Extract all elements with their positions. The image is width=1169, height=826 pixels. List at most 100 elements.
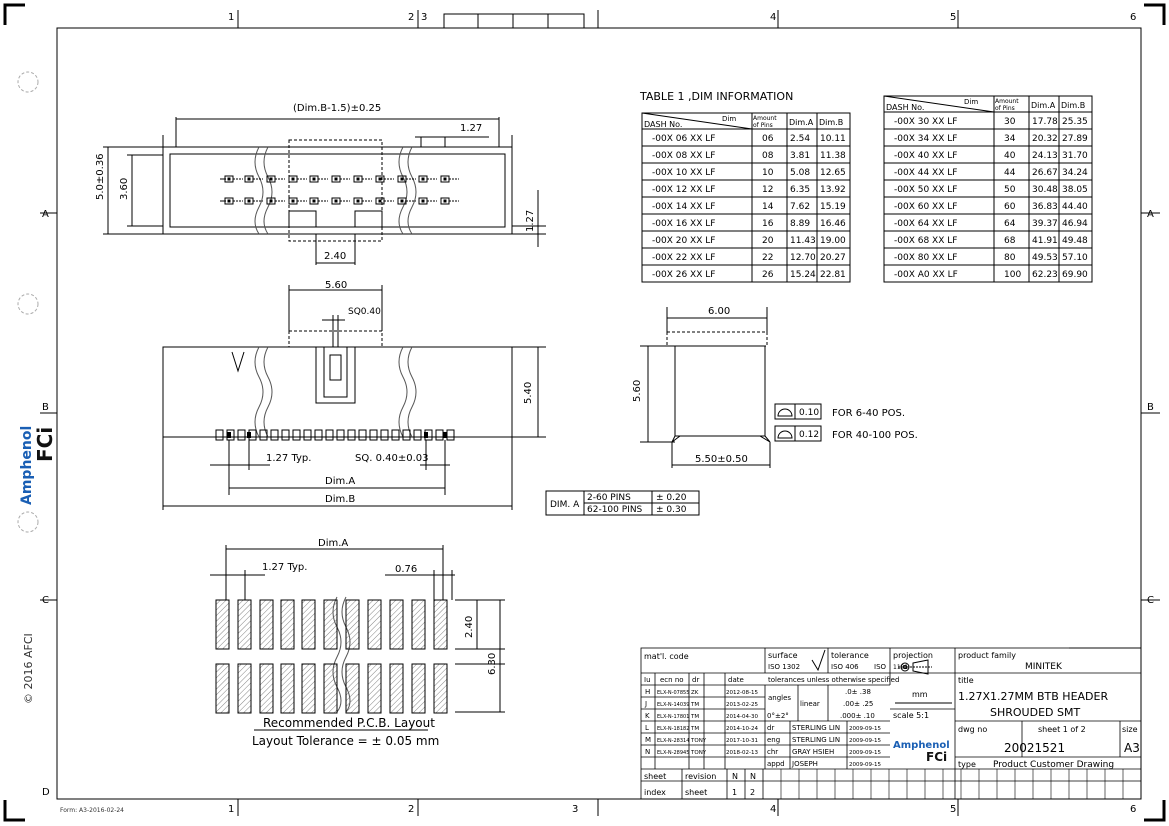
rev-date: 2018-02-13 bbox=[726, 750, 758, 756]
cell-pins: 34 bbox=[1004, 134, 1016, 144]
brand-name: Amphenol bbox=[19, 426, 35, 505]
pin-center bbox=[421, 199, 425, 203]
projection-symbol-icon bbox=[898, 659, 932, 675]
cell-dash: -00X 06 XX LF bbox=[652, 134, 715, 144]
pcb-dima: Dim.A bbox=[318, 538, 348, 549]
pcb-pad-top bbox=[367, 599, 382, 650]
tb-angles-val: 0°±2° bbox=[767, 712, 789, 720]
pin-center bbox=[421, 177, 425, 181]
cell-dash: -00X 44 XX LF bbox=[894, 168, 957, 178]
front-pin bbox=[446, 429, 455, 441]
tb-title2: SHROUDED SMT bbox=[990, 706, 1080, 719]
pcb-pad-bottom bbox=[237, 663, 252, 714]
pin-center bbox=[227, 177, 231, 181]
pin-center bbox=[356, 177, 360, 181]
front-pin bbox=[325, 429, 334, 441]
tb-one: 1 bbox=[732, 788, 737, 797]
pin-center bbox=[291, 199, 295, 203]
front-pin-marker bbox=[424, 432, 428, 438]
tb-linear: linear bbox=[800, 700, 820, 708]
front-pin-marker bbox=[443, 432, 447, 438]
cell-dimb: 16.46 bbox=[820, 219, 846, 229]
brand-logo-vertical: Amphenol FCi bbox=[19, 426, 57, 505]
tb-date: date bbox=[728, 676, 744, 684]
cell-dima: 62.23 bbox=[1032, 270, 1058, 280]
pcb-pad-top bbox=[237, 599, 252, 650]
cell-dash: -00X A0 XX LF bbox=[894, 270, 958, 280]
sign-name: GRAY HSIEH bbox=[792, 748, 834, 756]
cell-dima: 12.70 bbox=[790, 253, 816, 263]
pcb-pad: 0.76 bbox=[395, 564, 417, 575]
cell-dash: -00X 26 XX LF bbox=[652, 270, 715, 280]
top-view-pins bbox=[220, 175, 459, 205]
row-letter: A bbox=[42, 209, 49, 220]
rev-date: 2014-10-24 bbox=[726, 726, 758, 732]
th-dim: Dim bbox=[722, 115, 736, 123]
pcb-pad-top bbox=[323, 599, 338, 650]
rev-date: 2013-02-25 bbox=[726, 702, 758, 708]
cell-dash: -00X 34 XX LF bbox=[894, 134, 957, 144]
tb-size: A3 bbox=[1124, 741, 1140, 755]
pcb-pad-top bbox=[345, 599, 360, 650]
rev-ecn: ELX-N-28314 bbox=[657, 738, 689, 744]
column-ticks bbox=[40, 10, 1160, 816]
cell-pins: 12 bbox=[762, 185, 773, 195]
front-pin bbox=[215, 429, 224, 441]
col-num: 5 bbox=[950, 12, 956, 23]
cell-pins: 80 bbox=[1004, 253, 1016, 263]
cell-dash: -00X 20 XX LF bbox=[652, 236, 715, 246]
flatness-symbols bbox=[774, 403, 822, 442]
title-block-text: mat'l. code surface ISO 1302 tolerance I… bbox=[644, 651, 1140, 797]
rev-dr: TM bbox=[690, 702, 699, 708]
header-diagonal bbox=[641, 112, 753, 130]
cell-dash: -00X 14 XX LF bbox=[652, 202, 715, 212]
dima-pins: 2-60 PINS bbox=[587, 493, 631, 503]
pin-center bbox=[247, 177, 251, 181]
dima-tolerance-table bbox=[545, 490, 700, 516]
cell-dimb: 12.65 bbox=[820, 168, 846, 178]
flat-value: 0.12 bbox=[799, 430, 819, 440]
front-pin bbox=[336, 429, 345, 441]
pin-center bbox=[227, 199, 231, 203]
cell-dimb: 34.24 bbox=[1062, 168, 1088, 178]
cell-dash: -00X 30 XX LF bbox=[894, 117, 957, 127]
rev-dr: TONY bbox=[690, 750, 707, 756]
pin-center bbox=[312, 199, 316, 203]
sign-name: STERLING LIN bbox=[792, 724, 840, 732]
front-pin bbox=[314, 429, 323, 441]
pcb-pad-top bbox=[301, 599, 316, 650]
pcb-layout bbox=[210, 545, 505, 731]
side-view bbox=[640, 307, 771, 468]
pin-center bbox=[247, 199, 251, 203]
th-dash: DASH No. bbox=[644, 120, 682, 129]
cell-dash: -00X 60 XX LF bbox=[894, 202, 957, 212]
tb-lu: Iu bbox=[644, 676, 651, 684]
cell-dimb: 69.90 bbox=[1062, 270, 1088, 280]
cell-dash: -00X 40 XX LF bbox=[894, 151, 957, 161]
sign-role: eng bbox=[767, 736, 780, 744]
cell-dima: 24.13 bbox=[1032, 151, 1058, 161]
dima-pins: 62-100 PINS bbox=[587, 505, 643, 515]
rev-dr: ZK bbox=[691, 690, 699, 696]
col-num: 1 bbox=[228, 804, 234, 815]
rev-date: 2014-04-30 bbox=[726, 714, 758, 720]
tb-index: index bbox=[644, 788, 666, 797]
dim-front-typ: 1.27 Typ. bbox=[266, 453, 311, 464]
pcb-pads bbox=[215, 599, 448, 714]
cell-pins: 20 bbox=[762, 236, 774, 246]
cell-pins: 60 bbox=[1004, 202, 1016, 212]
tb-size-label: size bbox=[1122, 725, 1138, 734]
rev-letter: H bbox=[645, 688, 650, 696]
cell-dimb: 13.92 bbox=[820, 185, 846, 195]
tb-dr: dr bbox=[692, 676, 699, 684]
tb-sheet-row: sheet bbox=[685, 788, 707, 797]
flat-value: 0.10 bbox=[799, 408, 819, 418]
front-pin bbox=[270, 429, 279, 441]
tb-dwg-no: 20021521 bbox=[1004, 741, 1065, 755]
flat-text: FOR 40-100 POS. bbox=[832, 430, 918, 441]
tb-two: 2 bbox=[750, 788, 755, 797]
row-letter: B bbox=[42, 402, 49, 413]
tb-dwg-label: dwg no bbox=[958, 725, 987, 734]
col-num: 3 bbox=[421, 12, 427, 23]
